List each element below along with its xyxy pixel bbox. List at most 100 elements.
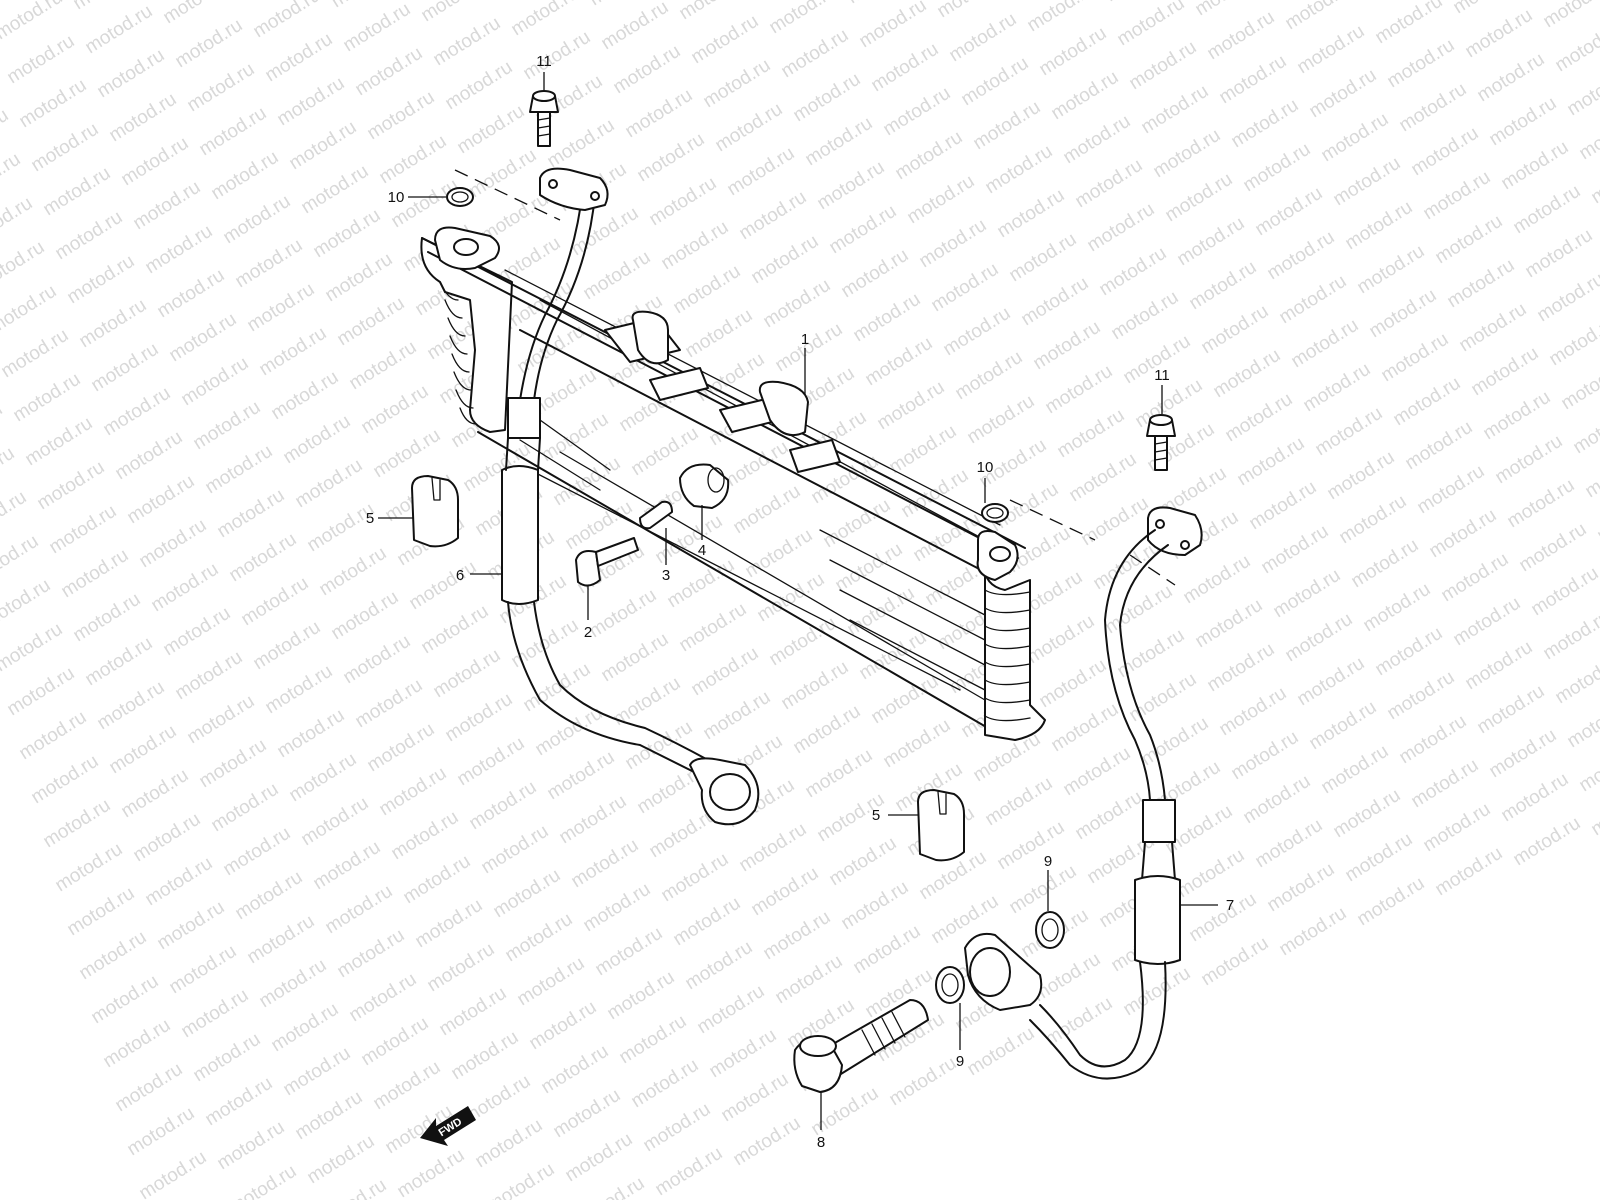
watermark-text: motod.ru bbox=[1120, 963, 1195, 1021]
watermark-text: motod.ru bbox=[1204, 639, 1279, 697]
oil-hose-6 bbox=[501, 167, 760, 826]
watermark-text: motod.ru bbox=[208, 779, 283, 837]
watermark-text: motod.ru bbox=[130, 809, 205, 867]
watermark-text: motod.ru bbox=[802, 745, 877, 803]
watermark-text: motod.ru bbox=[172, 647, 247, 705]
watermark-text: motod.ru bbox=[250, 617, 325, 675]
watermark-text: motod.ru bbox=[970, 97, 1045, 155]
callout-3: 3 bbox=[662, 567, 670, 584]
watermark-text: motod.ru bbox=[1204, 7, 1279, 65]
watermark-text: motod.ru bbox=[826, 833, 901, 891]
watermark-text: motod.ru bbox=[1252, 183, 1327, 241]
gasket-10-right bbox=[981, 503, 1009, 523]
watermark-text: motod.ru bbox=[1378, 329, 1453, 387]
watermark-text: motod.ru bbox=[1474, 681, 1549, 739]
watermark-text: motod.ru bbox=[40, 795, 115, 853]
watermark-text: motod.ru bbox=[358, 381, 433, 439]
watermark-text: motod.ru bbox=[352, 675, 427, 733]
watermark-text: motod.ru bbox=[76, 927, 151, 985]
watermark-text: motod.ru bbox=[1522, 225, 1597, 283]
watermark-text: motod.ru bbox=[1510, 181, 1585, 239]
watermark-text: motod.ru bbox=[1402, 417, 1477, 475]
watermark-text: motod.ru bbox=[196, 103, 271, 161]
watermark-text: motod.ru bbox=[58, 545, 133, 603]
watermark-text: motod.ru bbox=[1180, 551, 1255, 609]
watermark-text: motod.ru bbox=[394, 1145, 469, 1200]
watermark-text: motod.ru bbox=[1126, 37, 1201, 95]
watermark-text: motod.ru bbox=[1444, 255, 1519, 313]
watermark-text: motod.ru bbox=[856, 0, 931, 52]
watermark-text: motod.ru bbox=[364, 719, 439, 777]
watermark-text: motod.ru bbox=[1468, 343, 1543, 401]
watermark-text: motod.ru bbox=[790, 69, 865, 127]
watermark-text: motod.ru bbox=[406, 557, 481, 615]
watermark-text: motod.ru bbox=[640, 1099, 715, 1157]
watermark-text: motod.ru bbox=[40, 163, 115, 221]
watermark-text: motod.ru bbox=[124, 471, 199, 529]
watermark-text: motod.ru bbox=[616, 1011, 691, 1069]
watermark-text: motod.ru bbox=[154, 897, 229, 955]
watermark-text: motod.ru bbox=[34, 457, 109, 515]
watermark-text: motod.ru bbox=[664, 555, 739, 613]
watermark-text: motod.ru bbox=[916, 215, 991, 273]
watermark-text: motod.ru bbox=[1294, 21, 1369, 79]
watermark-text: motod.ru bbox=[190, 1029, 265, 1087]
watermark-text: motod.ru bbox=[1546, 313, 1600, 371]
watermark-text: motod.ru bbox=[52, 839, 127, 897]
watermark-text: motod.ru bbox=[1084, 199, 1159, 257]
watermark-text: motod.ru bbox=[118, 133, 193, 191]
bolt-2 bbox=[575, 537, 639, 587]
watermark-text: motod.ru bbox=[10, 369, 85, 427]
watermark-text: motod.ru bbox=[304, 499, 379, 557]
watermark-text: motod.ru bbox=[1510, 813, 1585, 871]
watermark-text: motod.ru bbox=[1114, 625, 1189, 683]
watermark-text: motod.ru bbox=[1318, 741, 1393, 799]
watermark-text: motod.ru bbox=[1162, 169, 1237, 227]
watermark-text: motod.ru bbox=[748, 231, 823, 289]
watermark-text: motod.ru bbox=[160, 603, 235, 661]
watermark-text: motod.ru bbox=[238, 573, 313, 631]
watermark-text: motod.ru bbox=[886, 421, 961, 479]
watermark-text: motod.ru bbox=[760, 275, 835, 333]
watermark-text: motod.ru bbox=[1066, 449, 1141, 507]
watermark-text: motod.ru bbox=[1114, 0, 1189, 50]
bolt-11-top bbox=[529, 90, 559, 147]
watermark-text: motod.ru bbox=[28, 119, 103, 177]
callout-6: 6 bbox=[456, 567, 464, 584]
watermark-text: motod.ru bbox=[472, 1115, 547, 1173]
callout-5-left: 5 bbox=[366, 510, 374, 527]
watermark-text: motod.ru bbox=[244, 279, 319, 337]
watermark-text: motod.ru bbox=[1342, 829, 1417, 887]
watermark-text: motod.ru bbox=[694, 981, 769, 1039]
watermark-text: motod.ru bbox=[82, 633, 157, 691]
watermark-text: motod.ru bbox=[706, 1025, 781, 1083]
watermark-text: motod.ru bbox=[1192, 595, 1267, 653]
callout-11-right: 11 bbox=[1154, 367, 1170, 384]
watermark-text: motod.ru bbox=[730, 1113, 805, 1171]
watermark-text: motod.ru bbox=[1306, 697, 1381, 755]
watermark-text: motod.ru bbox=[1240, 771, 1315, 829]
watermark-text: motod.ru bbox=[532, 703, 607, 761]
watermark-text: motod.ru bbox=[1276, 903, 1351, 961]
watermark-text: motod.ru bbox=[736, 819, 811, 877]
watermark-text: motod.ru bbox=[562, 1129, 637, 1187]
watermark-text: motod.ru bbox=[334, 293, 409, 351]
watermark-text: motod.ru bbox=[376, 131, 451, 189]
watermark-text: motod.ru bbox=[646, 173, 721, 231]
watermark-text: motod.ru bbox=[442, 57, 517, 115]
watermark-text: motod.ru bbox=[484, 1159, 559, 1200]
watermark-text: motod.ru bbox=[598, 629, 673, 687]
watermark-text: motod.ru bbox=[148, 559, 223, 617]
watermark-text: motod.ru bbox=[364, 87, 439, 145]
callout-7: 7 bbox=[1226, 897, 1234, 914]
watermark-text: motod.ru bbox=[1552, 19, 1600, 77]
watermark-text: motod.ru bbox=[94, 677, 169, 735]
watermark-text: motod.ru bbox=[136, 1147, 211, 1200]
watermark-text: motod.ru bbox=[544, 747, 619, 805]
watermark-text: motod.ru bbox=[442, 689, 517, 747]
watermark-text: motod.ru bbox=[1492, 431, 1567, 489]
watermark-text: motod.ru bbox=[16, 75, 91, 133]
watermark-text: motod.ru bbox=[64, 251, 139, 309]
watermark-text: motod.ru bbox=[454, 101, 529, 159]
watermark-text: motod.ru bbox=[310, 205, 385, 263]
